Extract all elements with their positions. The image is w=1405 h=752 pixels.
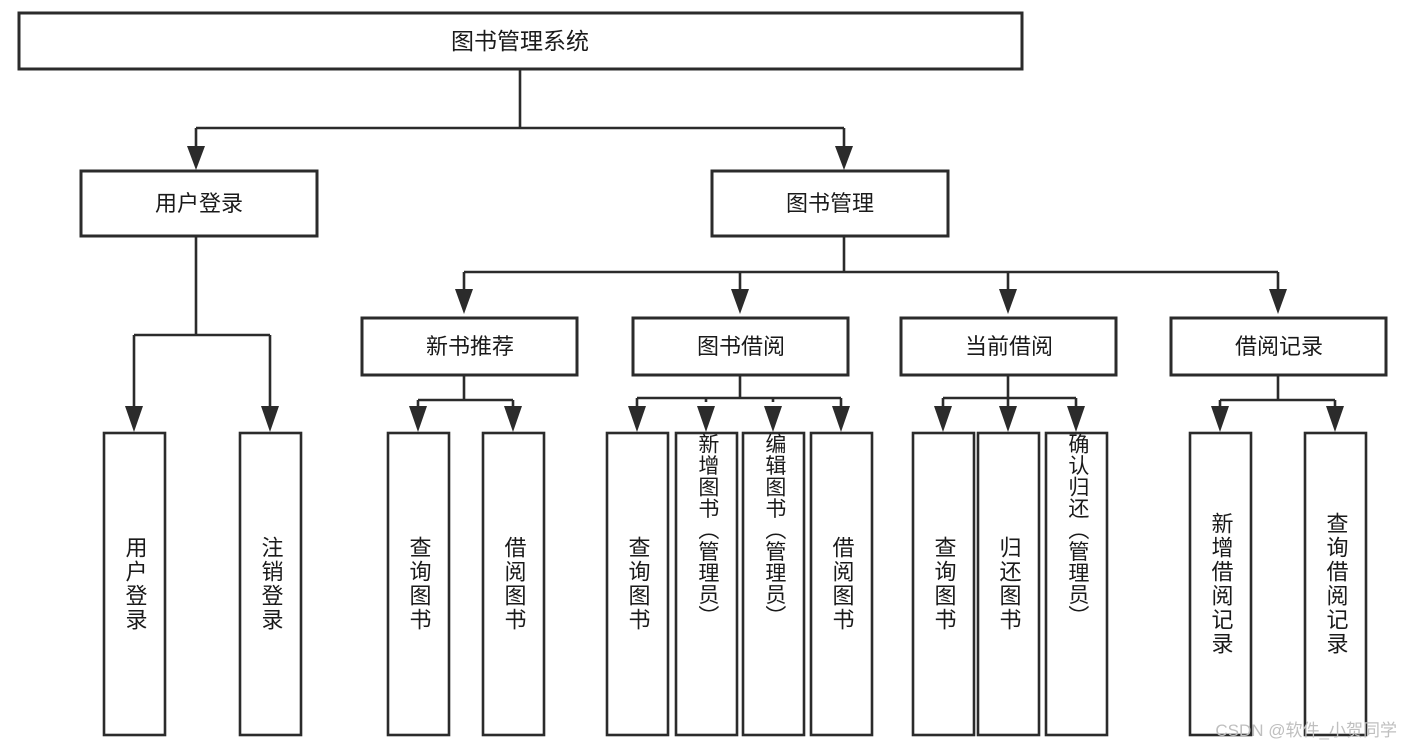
connector-currentborrow-to-leaves <box>934 375 1085 432</box>
node-leaf-query-book-2[interactable] <box>605 431 670 737</box>
node-leaf-user-login[interactable] <box>102 431 167 737</box>
node-current-borrow-label: 当前借阅 <box>965 334 1053 359</box>
node-book-borrow-label: 图书借阅 <box>697 334 785 359</box>
connector-bookmgmt-to-level3 <box>455 236 1287 314</box>
node-root-label: 图书管理系统 <box>451 28 589 54</box>
csdn-watermark: CSDN @软件_小贺同学 <box>1215 721 1397 740</box>
node-leaf-logout-login[interactable] <box>238 431 303 737</box>
connector-root-to-level2 <box>187 69 853 170</box>
node-leaf-query-book-3[interactable] <box>911 431 976 737</box>
node-book-management[interactable]: 图书管理 <box>710 169 950 238</box>
node-leaf-borrow-book-2[interactable] <box>809 431 874 737</box>
node-leaf-borrow-book-1[interactable] <box>481 431 546 737</box>
node-new-book-recommend[interactable]: 新书推荐 <box>360 316 579 377</box>
node-user-login-label: 用户登录 <box>155 191 243 216</box>
connector-borrowrecord-to-leaves <box>1211 375 1344 432</box>
node-leaf-add-record[interactable] <box>1188 431 1253 737</box>
node-leaf-confirm-return[interactable] <box>1044 431 1109 737</box>
node-new-book-recommend-label: 新书推荐 <box>426 334 514 359</box>
connector-userlogin-to-leaves <box>125 236 279 432</box>
node-leaf-query-book-1[interactable] <box>386 431 451 737</box>
node-book-management-label: 图书管理 <box>786 191 874 216</box>
node-current-borrow[interactable]: 当前借阅 <box>899 316 1118 377</box>
connector-bookborrow-to-leaves <box>628 375 850 432</box>
node-user-login[interactable]: 用户登录 <box>79 169 319 238</box>
connector-newbook-to-leaves <box>409 375 522 432</box>
node-leaf-add-book[interactable] <box>674 431 739 737</box>
node-borrow-record-label: 借阅记录 <box>1235 334 1323 359</box>
node-leaf-return-book[interactable] <box>976 431 1041 737</box>
node-borrow-record[interactable]: 借阅记录 <box>1169 316 1388 377</box>
node-leaf-query-record[interactable] <box>1303 431 1368 737</box>
node-root[interactable]: 图书管理系统 <box>17 11 1024 71</box>
node-book-borrow[interactable]: 图书借阅 <box>631 316 850 377</box>
node-leaf-edit-book[interactable] <box>741 431 806 737</box>
